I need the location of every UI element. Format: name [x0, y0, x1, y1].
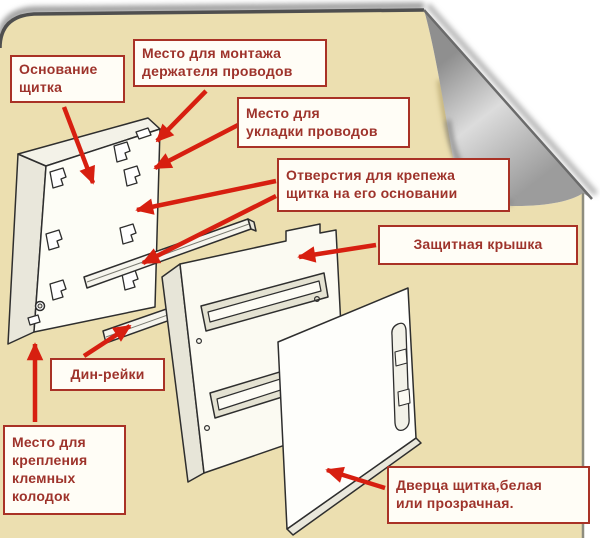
door-latch-1: [394, 348, 408, 367]
arrow-to-din-rail: [82, 324, 132, 358]
callout-arrows: [26, 89, 386, 491]
label-wire-laying: Место для укладки проводов: [237, 97, 410, 148]
page-top-edge: [0, 8, 425, 49]
arrow-to-mount-hole-2: [141, 193, 278, 266]
label-panel-base: Основание щитка: [10, 55, 125, 103]
door-drawing: [277, 287, 422, 536]
door-latch-2: [397, 388, 411, 407]
curl-crease-edge: [423, 9, 593, 200]
arrow-to-base-plate: [61, 106, 96, 185]
label-mounting-holes: Отверстия для крепежа щитка на его основ…: [277, 158, 510, 212]
label-wire-holder-mount: Место для монтажа держателя проводов: [133, 39, 327, 87]
arrow-to-protective-cover: [297, 242, 377, 263]
arrow-to-wire-holder-spot: [155, 89, 208, 143]
label-terminal-blocks-mount: Место для крепления клемных колодок: [3, 425, 126, 515]
door-front-face: [277, 287, 417, 530]
curl-outer-soft-shadow: [426, 3, 598, 196]
arrow-to-mount-hole-1: [135, 178, 277, 215]
base-plate-clips: [27, 127, 152, 326]
arrow-to-door: [325, 466, 386, 491]
cover-window-row-1-slot: [207, 280, 322, 323]
label-panel-door: Дверца щитка,белая или прозрачная.: [387, 466, 590, 524]
base-plate-drawing: [7, 117, 161, 345]
base-plate-screw-hole-inner: [37, 303, 43, 309]
arrow-to-wire-laying-spot: [153, 122, 242, 170]
label-protective-cover: Защитная крышка: [378, 225, 578, 265]
label-din-rails: Дин-рейки: [50, 358, 165, 391]
door-handle: [391, 322, 410, 431]
